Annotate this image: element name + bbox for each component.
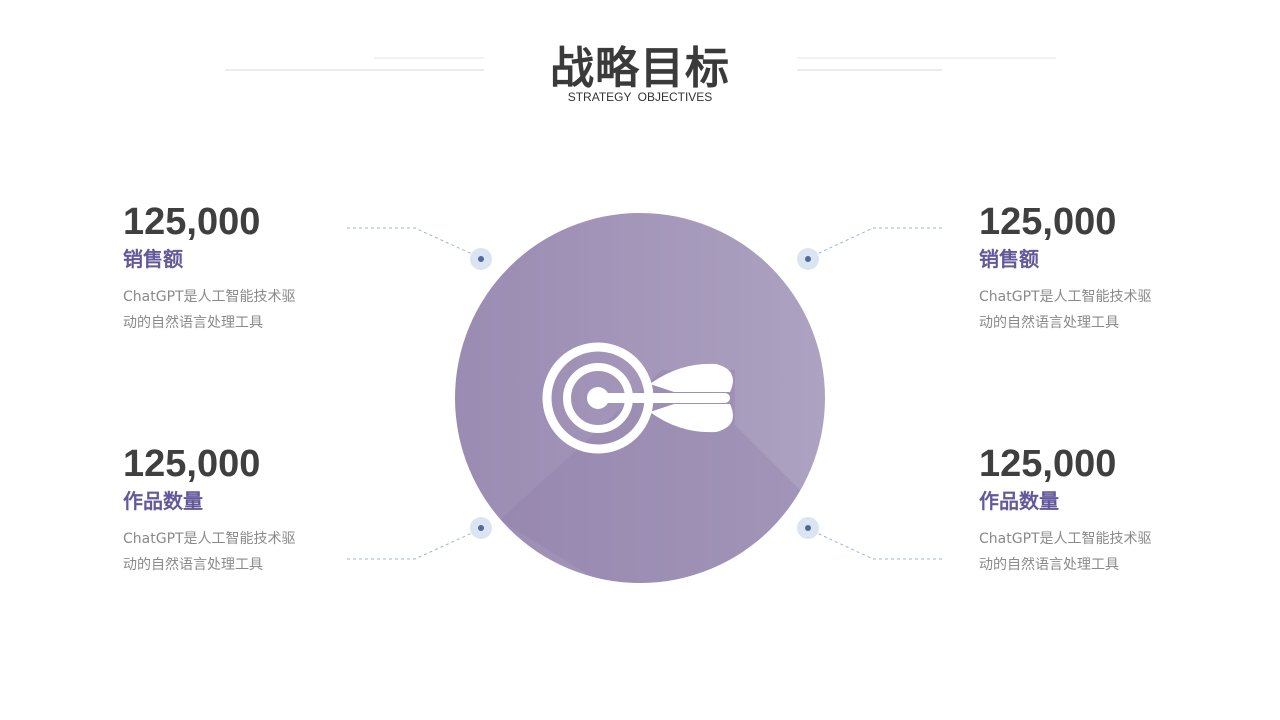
- stat-block-top-right: 125,000 销售额 ChatGPT是人工智能技术驱 动的自然语言处理工具: [979, 202, 1199, 336]
- stat-value: 125,000: [979, 201, 1117, 243]
- connector-top-right: [797, 227, 942, 270]
- stat-value: 125,000: [123, 443, 261, 485]
- stat-label: 销售额: [979, 247, 1039, 271]
- stat-block-bottom-left: 125,000 作品数量 ChatGPT是人工智能技术驱 动的自然语言处理工具: [123, 444, 343, 578]
- connector-bottom-left: [347, 517, 492, 560]
- stat-description-line: ChatGPT是人工智能技术驱: [123, 289, 296, 305]
- stat-block-top-left: 125,000 销售额 ChatGPT是人工智能技术驱 动的自然语言处理工具: [123, 202, 343, 336]
- stat-description-line: 动的自然语言处理工具: [123, 557, 263, 573]
- stat-description-line: ChatGPT是人工智能技术驱: [123, 531, 296, 547]
- stat-label: 作品数量: [979, 489, 1059, 513]
- stat-label: 作品数量: [123, 489, 203, 513]
- page-title: 战略目标: [550, 43, 730, 94]
- page-subtitle: STRATEGY OBJECTIVES: [567, 90, 713, 104]
- target-dart-icon: [542, 342, 733, 454]
- stat-value: 125,000: [979, 443, 1117, 485]
- stat-label: 销售额: [123, 247, 183, 271]
- connector-bottom-right: [797, 517, 942, 560]
- stat-value: 125,000: [123, 201, 261, 243]
- stat-description-line: 动的自然语言处理工具: [979, 315, 1119, 331]
- stat-description-line: ChatGPT是人工智能技术驱: [979, 531, 1152, 547]
- stat-description: ChatGPT是人工智能技术驱 动的自然语言处理工具: [979, 284, 1169, 336]
- connector-top-left: [347, 227, 492, 270]
- stat-description: ChatGPT是人工智能技术驱 动的自然语言处理工具: [123, 526, 313, 578]
- stat-description-line: ChatGPT是人工智能技术驱: [979, 289, 1152, 305]
- header-decoration: [225, 57, 1056, 71]
- stat-description-line: 动的自然语言处理工具: [979, 557, 1119, 573]
- stat-description: ChatGPT是人工智能技术驱 动的自然语言处理工具: [123, 284, 313, 336]
- stat-description: ChatGPT是人工智能技术驱 动的自然语言处理工具: [979, 526, 1169, 578]
- stat-description-line: 动的自然语言处理工具: [123, 315, 263, 331]
- stat-block-bottom-right: 125,000 作品数量 ChatGPT是人工智能技术驱 动的自然语言处理工具: [979, 444, 1199, 578]
